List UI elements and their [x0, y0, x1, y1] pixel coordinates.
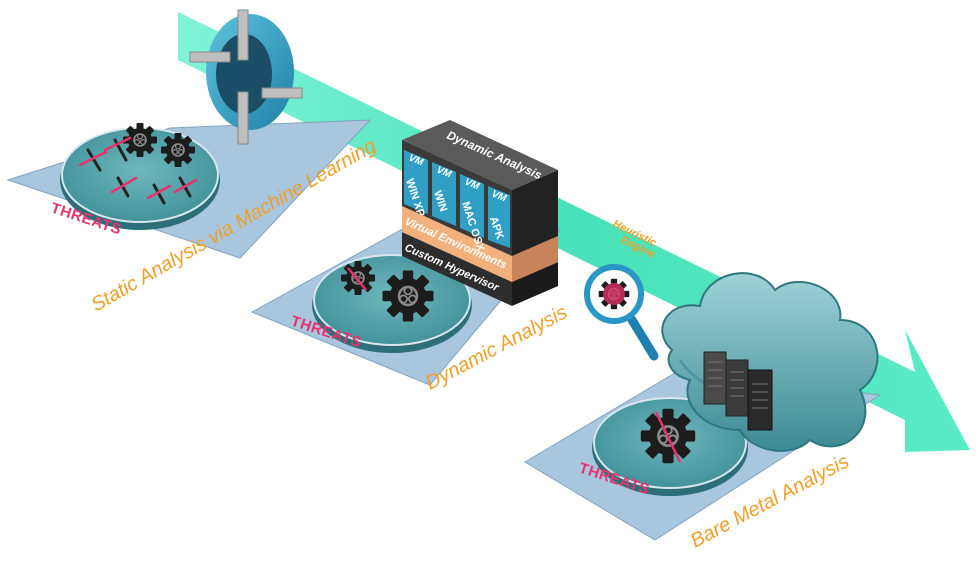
server-rack-icon [703, 351, 773, 431]
cloud-icon [661, 272, 879, 452]
vm-tile-4 [488, 186, 510, 248]
gear-biohazard-icon [381, 269, 435, 323]
sandbox-stack: Dynamic Analysis VM VM VM VM WIN XP WIN … [402, 120, 558, 306]
virtual-env-band [402, 206, 512, 282]
vm-label-4: VM [490, 189, 509, 205]
vm-tile-1 [404, 150, 428, 214]
gear-biohazard-icon [160, 132, 196, 168]
hypervisor-band [402, 232, 512, 306]
vm-label-1: VM [407, 153, 426, 169]
vm-label-3: VM [463, 177, 482, 193]
vm-label-2: VM [435, 165, 454, 181]
sandbox-top [402, 120, 558, 190]
vm-tile-2 [432, 162, 456, 226]
gear-biohazard-icon [340, 260, 376, 296]
crosshair-icon [189, 9, 303, 145]
magnifier-icon [584, 264, 659, 361]
vm-tile-3 [460, 174, 484, 238]
